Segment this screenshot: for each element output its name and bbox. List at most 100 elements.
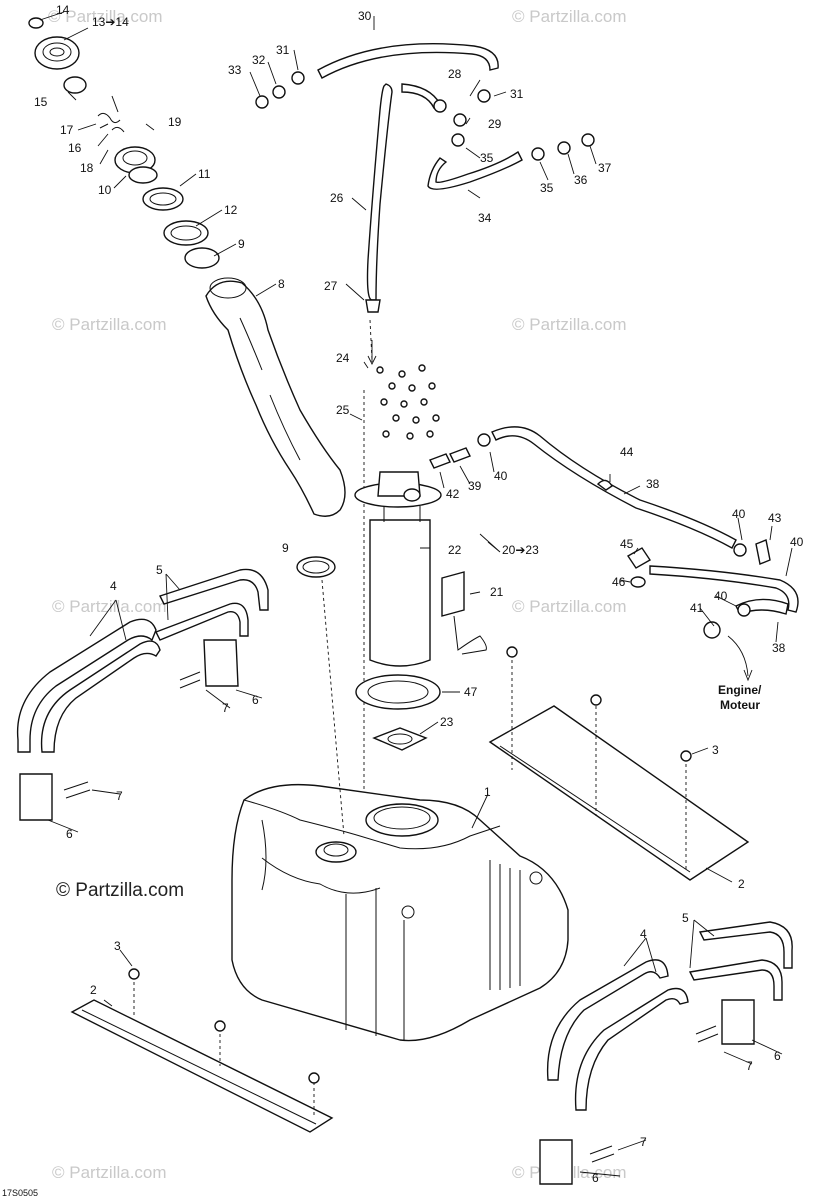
mounting-ring [163, 220, 209, 246]
tether-cord [97, 112, 125, 133]
pump-canister [369, 519, 431, 667]
callout-6-d: 6 [592, 1171, 599, 1185]
strap-bracket [19, 773, 53, 821]
callout-44: 44 [620, 445, 634, 459]
callout-4-right: 4 [640, 927, 647, 941]
callout-40-c: 40 [714, 589, 728, 603]
callout-43: 43 [768, 511, 782, 525]
vent-hose-short [427, 150, 523, 190]
callout-5-right: 5 [682, 911, 689, 925]
callout-11: 11 [198, 167, 211, 181]
callout-12: 12 [224, 203, 238, 217]
callout-25: 25 [336, 403, 350, 417]
callout-20: 20➔23 [502, 543, 539, 557]
callout-17: 17 [60, 123, 74, 137]
fuel-line-main [491, 426, 737, 549]
callout-15: 15 [34, 95, 48, 109]
callout-40-top: 40 [494, 469, 508, 483]
callout-labels: 14 13➔14 15 17 16 18 19 10 11 12 9 8 30 … [2, 3, 804, 1198]
callout-16: 16 [68, 141, 82, 155]
callout-2-left: 2 [90, 983, 97, 997]
callout-34: 34 [478, 211, 492, 225]
watermark: © Partzilla.com [52, 597, 167, 616]
callout-9-top: 9 [238, 237, 245, 251]
vent-hose-long [366, 83, 393, 301]
callout-30: 30 [358, 9, 372, 23]
callout-4-left: 4 [110, 579, 117, 593]
callout-36: 36 [574, 173, 588, 187]
callout-6-b: 6 [66, 827, 73, 841]
fuel-line-return [649, 565, 799, 613]
vent-valve [365, 299, 381, 313]
callout-6-a: 6 [252, 693, 259, 707]
cap-gasket [63, 76, 87, 94]
tank-strap-right-4 [688, 959, 783, 1001]
callout-19: 19 [168, 115, 182, 129]
callout-6-c: 6 [774, 1049, 781, 1063]
callout-42: 42 [446, 487, 460, 501]
callout-39: 39 [468, 479, 482, 493]
callout-1: 1 [484, 785, 491, 799]
callout-8: 8 [278, 277, 285, 291]
fuel-line-assembly: Engine/ Moteur [491, 426, 799, 712]
callout-40-b: 40 [790, 535, 804, 549]
skid-plates [70, 579, 750, 1133]
tank-strap-left-2 [40, 640, 161, 753]
quick-connector [703, 621, 721, 639]
leader-lines [39, 11, 793, 1177]
skid-plate-right [488, 705, 750, 881]
callout-33: 33 [228, 63, 242, 77]
filler-cap-assembly [28, 17, 346, 578]
skid-plate-left [70, 999, 334, 1133]
callout-24: 24 [336, 351, 350, 365]
callout-9-mid: 9 [282, 541, 289, 555]
callout-14: 14 [56, 3, 70, 17]
watermark: © Partzilla.com [512, 597, 627, 616]
callout-31-left: 31 [276, 43, 290, 57]
hose-clamp-upper [184, 247, 220, 269]
callout-3-right: 3 [712, 743, 719, 757]
tank-strap-right-1 [546, 959, 669, 1081]
callout-28: 28 [448, 67, 462, 81]
callout-10: 10 [98, 183, 112, 197]
callout-5-left: 5 [156, 563, 163, 577]
pump-screws [376, 364, 440, 440]
watermark: © Partzilla.com [512, 7, 627, 26]
callout-23: 23 [440, 715, 454, 729]
strap-bracket [539, 1139, 573, 1185]
tank-strap-right-2 [574, 987, 689, 1111]
filler-hose [205, 280, 346, 517]
callout-22: 22 [448, 543, 462, 557]
left-strap-assembly [16, 568, 269, 821]
watermark-main: © Partzilla.com [56, 880, 184, 901]
figure-code: 17S0505 [2, 1188, 38, 1198]
tank-strap-left-3 [159, 568, 269, 611]
callout-32: 32 [252, 53, 266, 67]
callout-7-a: 7 [222, 701, 229, 715]
callout-26: 26 [330, 191, 344, 205]
callout-38-bottom: 38 [772, 641, 786, 655]
watermark: © Partzilla.com [48, 7, 163, 26]
fuel-cap [34, 36, 80, 70]
callout-38-top: 38 [646, 477, 660, 491]
callout-35-right: 35 [540, 181, 554, 195]
callout-21: 21 [490, 585, 504, 599]
cap-insert [28, 17, 44, 29]
pump-seal [372, 727, 428, 751]
vent-hose-assembly [255, 43, 595, 313]
callout-40-a: 40 [732, 507, 746, 521]
fuel-tank [231, 783, 569, 1042]
destination-moteur: Moteur [720, 698, 760, 712]
callout-7-d: 7 [640, 1135, 647, 1149]
strap-bracket [203, 639, 239, 687]
tank-strap-right-3 [698, 921, 793, 969]
callout-35-left: 35 [480, 151, 494, 165]
callout-46: 46 [612, 575, 626, 589]
tank-strap-left-1 [16, 618, 157, 753]
watermark: © Partzilla.com [512, 315, 627, 334]
callout-3-left: 3 [114, 939, 121, 953]
tank-strap-left-4 [155, 602, 249, 641]
callout-7-c: 7 [746, 1059, 753, 1073]
pump-gasket [355, 674, 441, 710]
